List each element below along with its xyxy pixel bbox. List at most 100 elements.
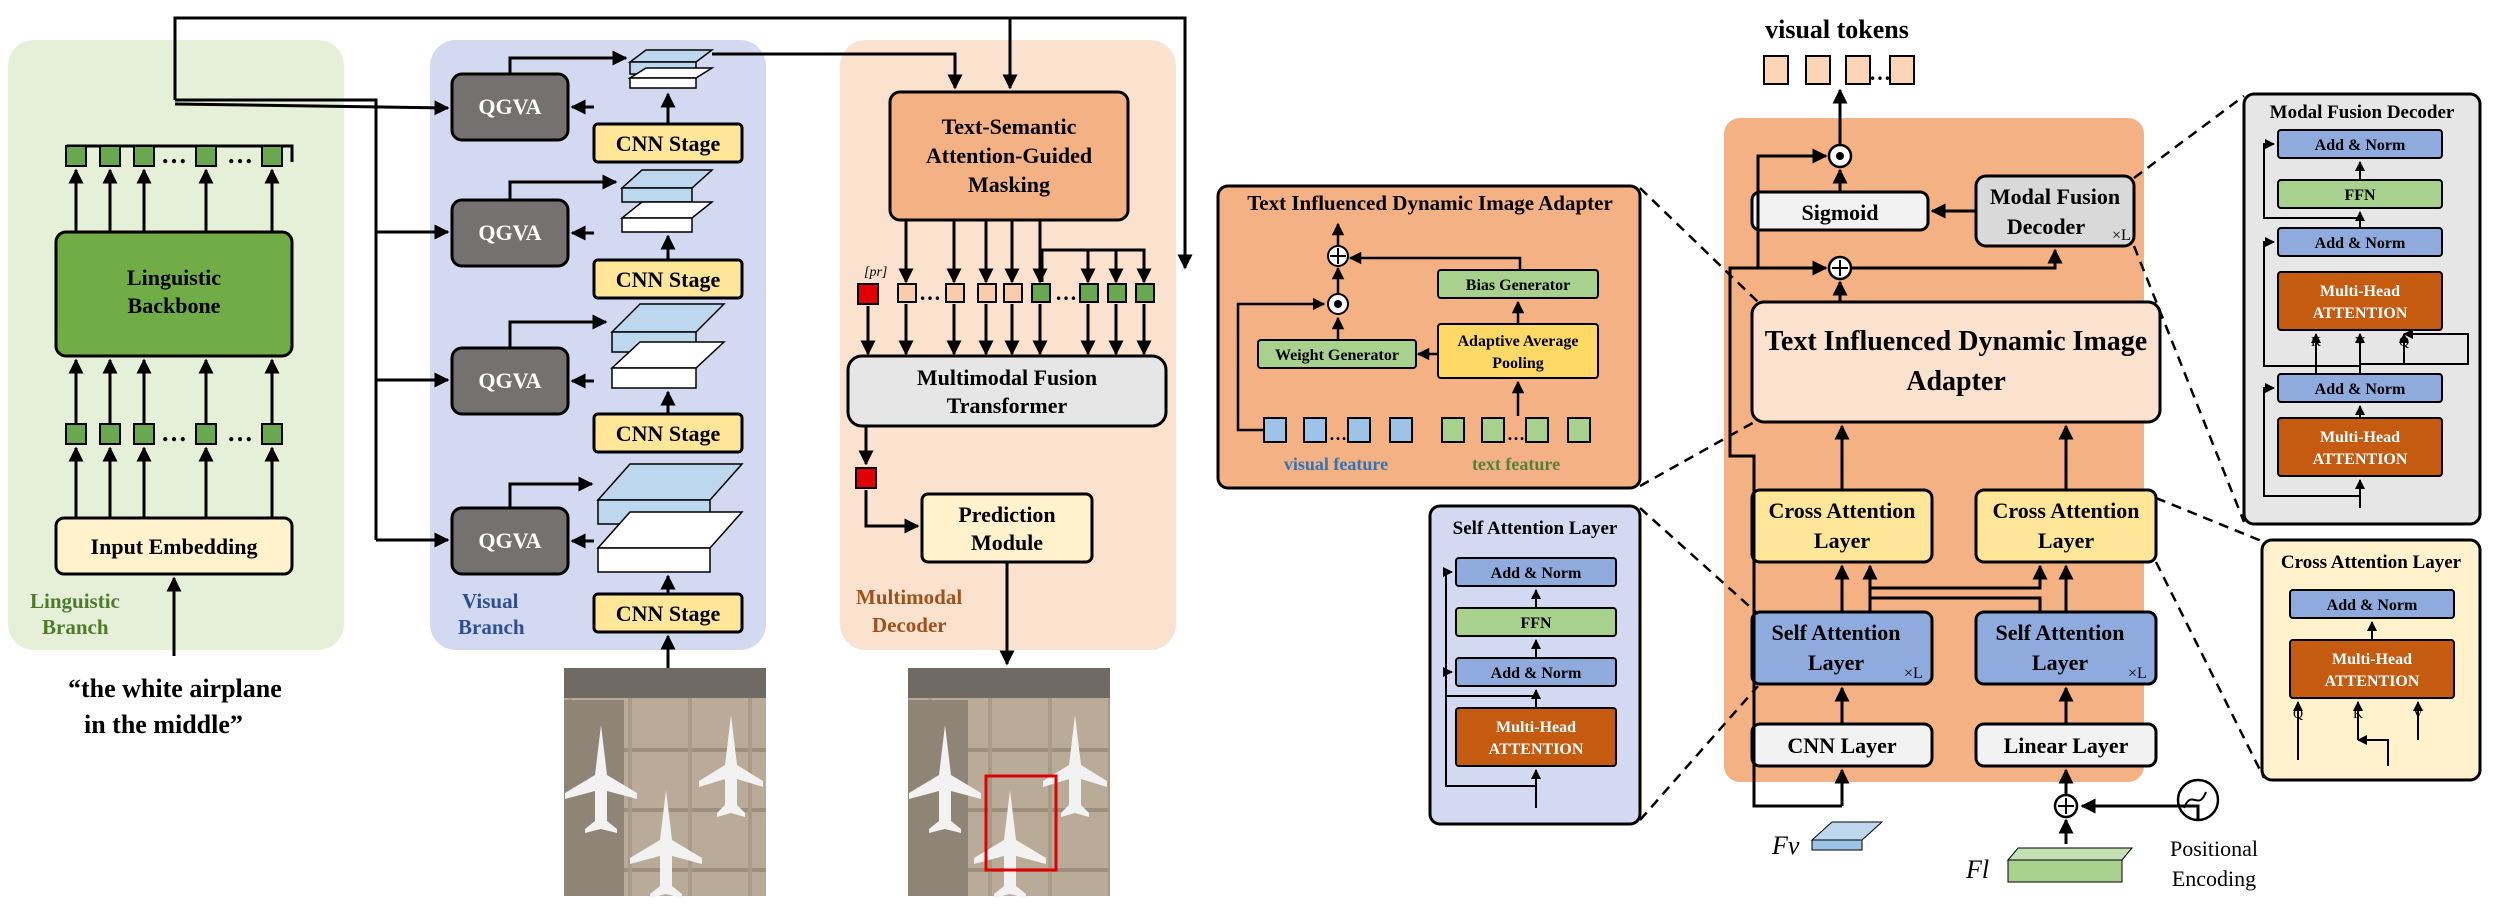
token	[897, 283, 917, 303]
sa-add-norm-box	[1455, 557, 1617, 587]
sa-add-norm-label: Add & Norm	[1491, 565, 1582, 582]
sa-detail-title: Self Attention Layer	[1453, 518, 1618, 539]
token	[1135, 283, 1155, 303]
token	[945, 283, 965, 303]
decoder-label: Multimodal	[856, 585, 962, 609]
token	[99, 423, 121, 445]
token	[99, 145, 121, 167]
cnn-layer-label: CNN Layer	[1787, 733, 1897, 758]
bias-generator-label: Bias Generator	[1466, 277, 1570, 294]
weight-generator-label: Weight Generator	[1275, 347, 1399, 364]
mfd-zoom-line	[2132, 245, 2246, 523]
visual-branch-label: Visual	[462, 589, 519, 613]
fv-skip-line	[1728, 260, 1842, 808]
aap-label: Adaptive Average	[1457, 333, 1578, 350]
cnn-stage-label: CNN Stage	[616, 421, 721, 446]
pr-token-label: [pr]	[864, 265, 887, 280]
sa-zoom-line	[1639, 685, 1759, 821]
visual-token-row	[1763, 55, 1915, 85]
tsagm-out-arrows	[898, 220, 1048, 284]
positional-to-add	[2080, 798, 2200, 820]
tsagm-label: Masking	[968, 172, 1050, 197]
linear-layer-label: Linear Layer	[2004, 733, 2129, 758]
token	[1805, 55, 1831, 85]
token	[261, 423, 283, 445]
tida-detail-mul-node	[1327, 293, 1349, 315]
aap-label: Pooling	[1492, 355, 1544, 372]
skip-to-multiply	[1756, 148, 1828, 268]
mfd-mha-label: Multi-Head	[2320, 429, 2400, 446]
token	[1845, 55, 1871, 85]
qgva-label: QGVA	[478, 528, 541, 553]
tida-label: Text Influenced Dynamic Image	[1765, 326, 2147, 357]
top-connector-line	[173, 16, 1193, 270]
ca-mha-label: ATTENTION	[2325, 673, 2420, 690]
ca-add-norm-label: Add & Norm	[2327, 597, 2418, 614]
sa-add-norm-label: Add & Norm	[1491, 665, 1582, 682]
fv-feature-slab	[1810, 821, 1884, 851]
tokens-to-mft-arrows	[860, 304, 1152, 356]
dots-label: …	[1329, 424, 1347, 444]
mft-label: Multimodal Fusion	[917, 365, 1097, 390]
multimodal-decoder: Text-Semantic Attention-Guided Masking […	[846, 90, 1168, 666]
mid-token-arrows	[68, 358, 280, 424]
self-attention-label: Layer	[2032, 650, 2088, 675]
token	[1763, 55, 1789, 85]
token	[1003, 283, 1023, 303]
fv-label: Fv	[1771, 831, 1800, 860]
self-to-cross-arrows	[1834, 564, 2074, 612]
tida-detail-add-node	[1327, 245, 1349, 267]
backbone-out-arrows	[68, 168, 280, 232]
dots-label: …	[161, 418, 187, 447]
token	[133, 423, 155, 445]
dots-label: …	[1869, 60, 1891, 85]
qgva-out-arrows	[508, 50, 628, 508]
mfd-zoom-line	[2133, 94, 2245, 180]
dots-label: …	[1507, 424, 1525, 444]
mfd-add-norm-label: Add & Norm	[2315, 235, 2406, 252]
mfd-mha-label: ATTENTION	[2313, 305, 2408, 322]
query-text: “the white airplane	[68, 674, 282, 703]
multiply-node-dot	[1836, 152, 1844, 160]
sa-zoom-line	[1639, 507, 1759, 615]
tsagm-label: Attention-Guided	[926, 143, 1092, 168]
token	[65, 423, 87, 445]
times-l-label: ×L	[2112, 227, 2131, 244]
tida-detail-title: Text Influenced Dynamic Image Adapter	[1247, 191, 1613, 215]
dots-label: …	[161, 140, 187, 169]
bus-arrows	[174, 100, 450, 548]
ca-detail-arrows	[2293, 621, 2423, 766]
mfd-mha-label: Multi-Head	[2320, 283, 2400, 300]
output-aerial-image	[908, 668, 1110, 898]
tida-zoom-line	[1639, 187, 1759, 303]
prediction-bounding-box	[984, 774, 1058, 872]
mft-label: Transformer	[947, 393, 1068, 418]
tida-zoom-line	[1639, 418, 1759, 488]
visual-to-decoder-line	[712, 52, 963, 90]
token	[1107, 283, 1127, 303]
cnn-stage-label: CNN Stage	[616, 601, 721, 626]
text-feature-tokens	[1441, 417, 1591, 443]
cross-attention-label: Cross Attention	[1993, 498, 2140, 523]
tsagm-box	[888, 90, 1130, 222]
linguistic-backbone-box	[54, 230, 294, 358]
pr-token	[857, 283, 879, 305]
input-embedding-box	[54, 516, 294, 576]
qgva-label: QGVA	[478, 94, 541, 119]
token	[1031, 283, 1051, 303]
mfd-mha-label: ATTENTION	[2313, 451, 2408, 468]
mft-box	[846, 354, 1168, 428]
visual-feature-label: visual feature	[1284, 454, 1388, 474]
visual-feature-tokens	[1263, 417, 1413, 443]
token	[1079, 283, 1099, 303]
linguistic-branch-label: Branch	[42, 615, 109, 639]
cross-attention-label: Layer	[1814, 528, 1870, 553]
feature-map-stack	[596, 49, 744, 573]
visual-token-feed-arrows	[1080, 250, 1152, 284]
layer-up-arrows	[1834, 686, 2074, 806]
positional-encoding-label: Encoding	[2172, 866, 2256, 891]
bias-generator-box	[1437, 269, 1599, 299]
cross-attention-label: Layer	[2038, 528, 2094, 553]
cnn-stage-label: CNN Stage	[616, 131, 721, 156]
tida-box	[1750, 300, 2162, 424]
